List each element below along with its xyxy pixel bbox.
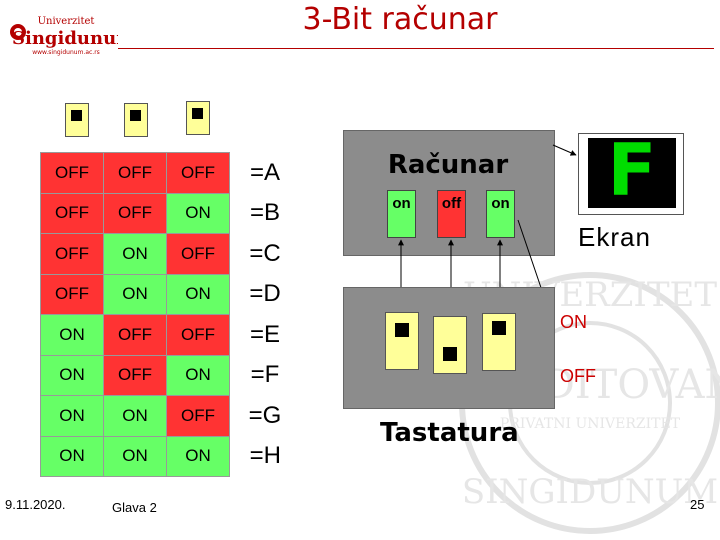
bit-cell: ON [166,354,230,396]
result-cell: =D [229,274,301,315]
title-rule [118,48,714,49]
lamp-label: off [441,195,462,212]
bit-cell: OFF [166,233,230,275]
bit-cell: OFF [103,192,167,234]
bit-cell: OFF [103,152,167,194]
input-switch-1[interactable] [65,103,89,137]
bit-cell: ON [40,395,104,437]
bit-cell: ON [40,314,104,356]
bit-cell: ON [166,192,230,234]
switch-knob [192,108,203,119]
key-knob [395,323,409,337]
seal-text-small: PRIVATNI UNIVERZITET [500,416,681,432]
bit-cell: OFF [40,273,104,315]
input-switch-3[interactable] [186,101,210,135]
page-title: 3-Bit računar [302,2,498,37]
computer-label: Računar [387,150,509,180]
logo-emblem: Univerzitet Singidunum www.singidunum.ac… [10,16,135,56]
bit-cell: OFF [40,233,104,275]
result-cell: =H [229,436,301,477]
key-1[interactable] [385,312,419,370]
bit-cell: OFF [103,354,167,396]
bit-cell: ON [166,273,230,315]
bit-cell: OFF [103,314,167,356]
key-knob [492,321,506,335]
screen-arrow [552,144,577,156]
logo-url: www.singidunum.ac.rs [32,49,100,56]
bit-cell: OFF [40,192,104,234]
result-cell: =B [229,193,301,234]
seal-text-bottom: SINGIDUNUM [462,472,718,512]
lamp-label: on [491,195,510,212]
screen-label: Ekran [578,222,651,252]
bit-cell: OFF [40,152,104,194]
page-number: 25 [690,497,705,512]
result-cell: =A [229,152,301,193]
bit-cell: ON [103,233,167,275]
lamp-3: on [486,190,515,238]
key-knob [443,347,457,361]
switch-knob [71,110,82,121]
switch-knob [130,110,141,121]
result-cell: =C [229,233,301,274]
input-switch-2[interactable] [124,103,148,137]
result-cell: =G [229,395,301,436]
footer-chapter: Glava 2 [112,500,157,515]
bit-cell: OFF [166,152,230,194]
key-3[interactable] [482,313,516,371]
university-logo: Univerzitet Singidunum www.singidunum.ac… [8,12,135,56]
key-on-label: ON [560,312,587,332]
logo-name: Singidunum [12,28,118,49]
logo-top-text: Univerzitet [38,16,95,27]
bit-cell: ON [40,435,104,477]
bit-cell: ON [166,435,230,477]
footer-date: 9.11.2020. [5,497,66,512]
result-cell: =F [229,355,301,396]
result-cell: =E [229,314,301,355]
lamp-1: on [387,190,416,238]
lamp-2: off [437,190,466,238]
screen-letter: F [607,128,657,212]
key-off-label: OFF [560,366,596,386]
lamp-label: on [392,195,411,212]
screen-display [588,138,676,208]
key-2[interactable] [433,316,467,374]
keyboard-label: Tastatura [380,418,519,448]
